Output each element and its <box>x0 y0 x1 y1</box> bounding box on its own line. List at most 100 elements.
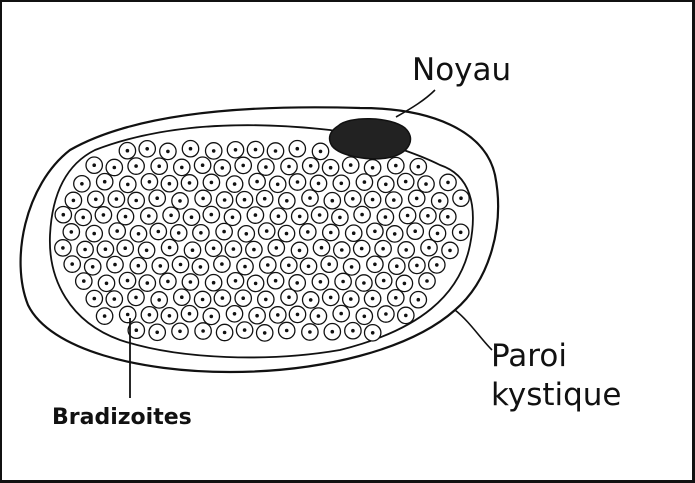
bradyzoite-nucleus-dot <box>80 182 84 186</box>
bradyzoite-nucleus-dot <box>199 231 203 235</box>
bradyzoite-nucleus-dot <box>241 296 245 300</box>
bradyzoite-nucleus-dot <box>266 263 270 267</box>
bradyzoite-nucleus-dot <box>155 196 159 200</box>
bradyzoite-nucleus-dot <box>329 296 333 300</box>
bradyzoite-nucleus-dot <box>351 329 355 333</box>
bradyzoite-nucleus-dot <box>394 296 398 300</box>
bradyzoite-nucleus-dot <box>177 231 181 235</box>
bradyzoite-nucleus-dot <box>296 147 300 151</box>
bradyzoite-nucleus-dot <box>274 279 278 283</box>
bradyzoite-nucleus-dot <box>72 199 76 203</box>
bradyzoite-nucleus-dot <box>223 331 227 335</box>
cyst-wall-label: Paroi kystique <box>491 337 622 415</box>
bradyzoite-nucleus-dot <box>254 148 258 152</box>
wall-leader-line <box>455 310 492 350</box>
bradyzoite-nucleus-dot <box>317 182 321 186</box>
bradyzoite-nucleus-dot <box>351 197 355 201</box>
bradyzoite-nucleus-dot <box>92 232 96 236</box>
bradyzoite-nucleus-dot <box>371 297 375 301</box>
bradyzoite-nucleus-dot <box>168 246 172 250</box>
bradyzoite-nucleus-dot <box>157 164 161 168</box>
bradyzoite-nucleus-dot <box>148 180 152 184</box>
bradyzoite-nucleus-dot <box>115 197 119 201</box>
bradyzoite-nucleus-dot <box>349 163 353 167</box>
bradyzoite-nucleus-dot <box>287 165 291 169</box>
bradyzoite-nucleus-dot <box>338 216 342 220</box>
bradyzoite-nucleus-dot <box>371 198 375 202</box>
bradyzoite-nucleus-dot <box>166 150 170 154</box>
bradyzoite-nucleus-dot <box>190 215 194 219</box>
bradyzoite-nucleus-dot <box>413 229 417 233</box>
bradyzoite-nucleus-dot <box>363 315 367 319</box>
bradyzoite-nucleus-dot <box>137 232 141 236</box>
bradyzoite-nucleus-dot <box>298 249 302 253</box>
bradyzoite-nucleus-dot <box>424 182 428 186</box>
bradyzoite-nucleus-dot <box>212 281 216 285</box>
bradyzoite-nucleus-dot <box>81 216 85 220</box>
bradyzoite-nucleus-dot <box>168 182 172 186</box>
bradyzoite-nucleus-dot <box>307 265 311 269</box>
nucleus-label: Noyau <box>412 52 511 88</box>
bradyzoite-nucleus-dot <box>103 180 107 184</box>
bradyzoite-nucleus-dot <box>392 198 396 202</box>
bradyzoite-nucleus-dot <box>201 163 205 167</box>
bradyzoite-nucleus-dot <box>61 246 65 250</box>
bradyzoite-nucleus-dot <box>233 312 237 316</box>
bradyzoite-nucleus-dot <box>459 196 463 200</box>
bradyzoite-nucleus-dot <box>157 230 161 234</box>
bradyzoite-nucleus-dot <box>426 214 430 218</box>
bradyzoite-nucleus-dot <box>113 297 117 301</box>
bradyzoite-nucleus-dot <box>395 264 399 268</box>
bradyzoite-nucleus-dot <box>104 247 108 251</box>
bradyzoite-nucleus-dot <box>349 297 353 301</box>
bradyzoite-nucleus-dot <box>425 279 429 283</box>
bradyzoite-nucleus-dot <box>417 165 421 169</box>
bradyzoite-nucleus-dot <box>231 216 235 220</box>
bradyzoite-nucleus-dot <box>329 231 333 235</box>
bradyzoite-nucleus-dot <box>180 295 184 299</box>
bradyzoite-nucleus-dot <box>427 246 431 250</box>
bradyzoite-nucleus-dot <box>113 263 117 267</box>
bradyzoite-nucleus-dot <box>126 279 130 283</box>
bradyzoite-nucleus-dot <box>384 215 388 219</box>
bradyzoite-nucleus-dot <box>83 248 87 252</box>
bradyzoite-nucleus-dot <box>113 166 117 170</box>
bradyzoite-nucleus-dot <box>446 215 450 219</box>
bradyzoite-nucleus-dot <box>147 214 151 218</box>
bradyzoite-nucleus-dot <box>296 313 300 317</box>
bradyzoite-nucleus-dot <box>393 232 397 236</box>
bradyzoite-nucleus-dot <box>166 280 170 284</box>
bradyzoite-nucleus-dot <box>212 149 216 153</box>
bradyzoite-nucleus-dot <box>82 279 86 283</box>
bradyzoite-nucleus-dot <box>448 249 452 253</box>
bradyzoite-nucleus-dot <box>438 199 442 203</box>
bradyzoite-nucleus-dot <box>212 247 216 251</box>
bradyzoite-nucleus-dot <box>255 314 259 318</box>
bradyzoite-nucleus-dot <box>254 282 258 286</box>
bradyzoite-nucleus-dot <box>362 281 366 285</box>
bradyzoite-nucleus-dot <box>276 313 280 317</box>
bradyzoite-nucleus-dot <box>285 199 289 203</box>
bradyzoite-nucleus-dot <box>103 314 107 318</box>
bradyzoite-nucleus-dot <box>404 248 408 252</box>
bradyzoite-nucleus-dot <box>201 298 205 302</box>
bradyzoite-nucleus-dot <box>126 313 130 317</box>
bradyzoite-nucleus-dot <box>318 213 322 217</box>
bradyzoite-nucleus-dot <box>435 263 439 267</box>
bradyzoite-nucleus-dot <box>340 248 344 252</box>
bradyzoite-nucleus-dot <box>319 150 323 154</box>
bradyzoite-cluster <box>55 141 469 342</box>
bradyzoite-nucleus-dot <box>94 198 98 202</box>
bradyzoite-nucleus-dot <box>309 298 313 302</box>
bradyzoite-nucleus-dot <box>373 263 377 267</box>
bradyzoite-nucleus-dot <box>404 180 408 184</box>
bradyzoite-nucleus-dot <box>381 247 385 251</box>
bradyzoite-nucleus-dot <box>459 231 463 235</box>
bradyzoite-nucleus-dot <box>234 148 238 152</box>
bradyzoite-nucleus-dot <box>308 330 312 334</box>
bradyzoite-nucleus-dot <box>252 248 256 252</box>
bradyzoite-nucleus-dot <box>341 280 345 284</box>
bradyzoite-nucleus-dot <box>62 213 66 217</box>
bradyzoite-nucleus-dot <box>137 264 141 268</box>
bradyzoite-nucleus-dot <box>221 296 225 300</box>
